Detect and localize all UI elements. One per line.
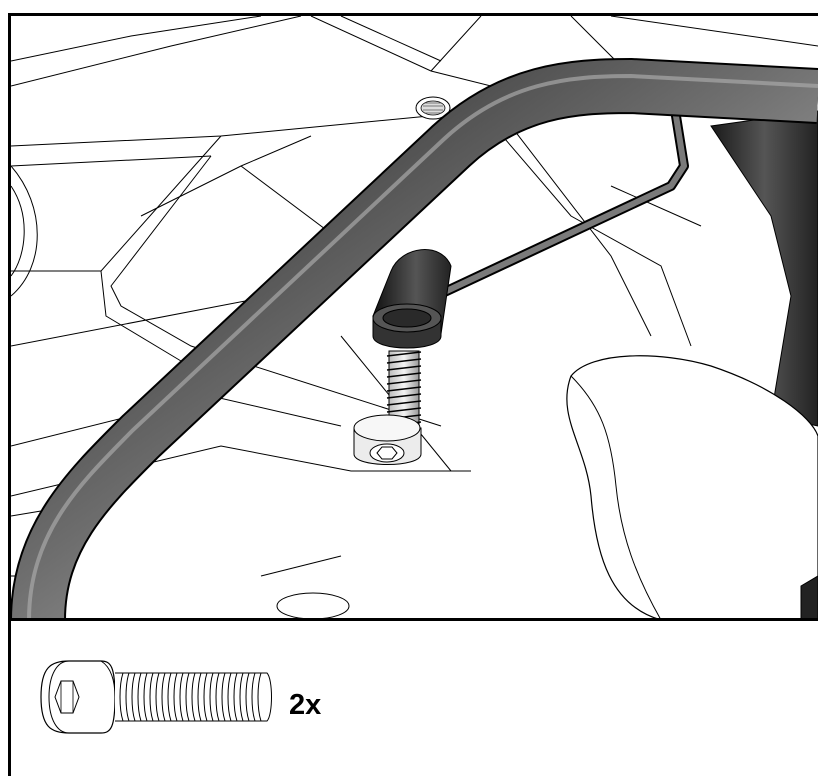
lower-fastener [800, 575, 818, 620]
main-tube [11, 57, 818, 620]
screw-being-installed [353, 350, 422, 465]
threaded-hole [415, 96, 451, 120]
panel-divider [8, 618, 818, 621]
hex-socket-cap-screw-icon [39, 657, 275, 737]
assembly-illustration [11, 16, 818, 620]
oval-slot [276, 592, 350, 620]
parts-list-panel: 2x [11, 621, 818, 776]
mounting-boss [372, 249, 452, 349]
saddle-bracket [566, 355, 818, 620]
sheet-frame [8, 13, 818, 776]
frame-panel-linework [11, 16, 818, 577]
quantity-label: 2x [289, 689, 322, 721]
